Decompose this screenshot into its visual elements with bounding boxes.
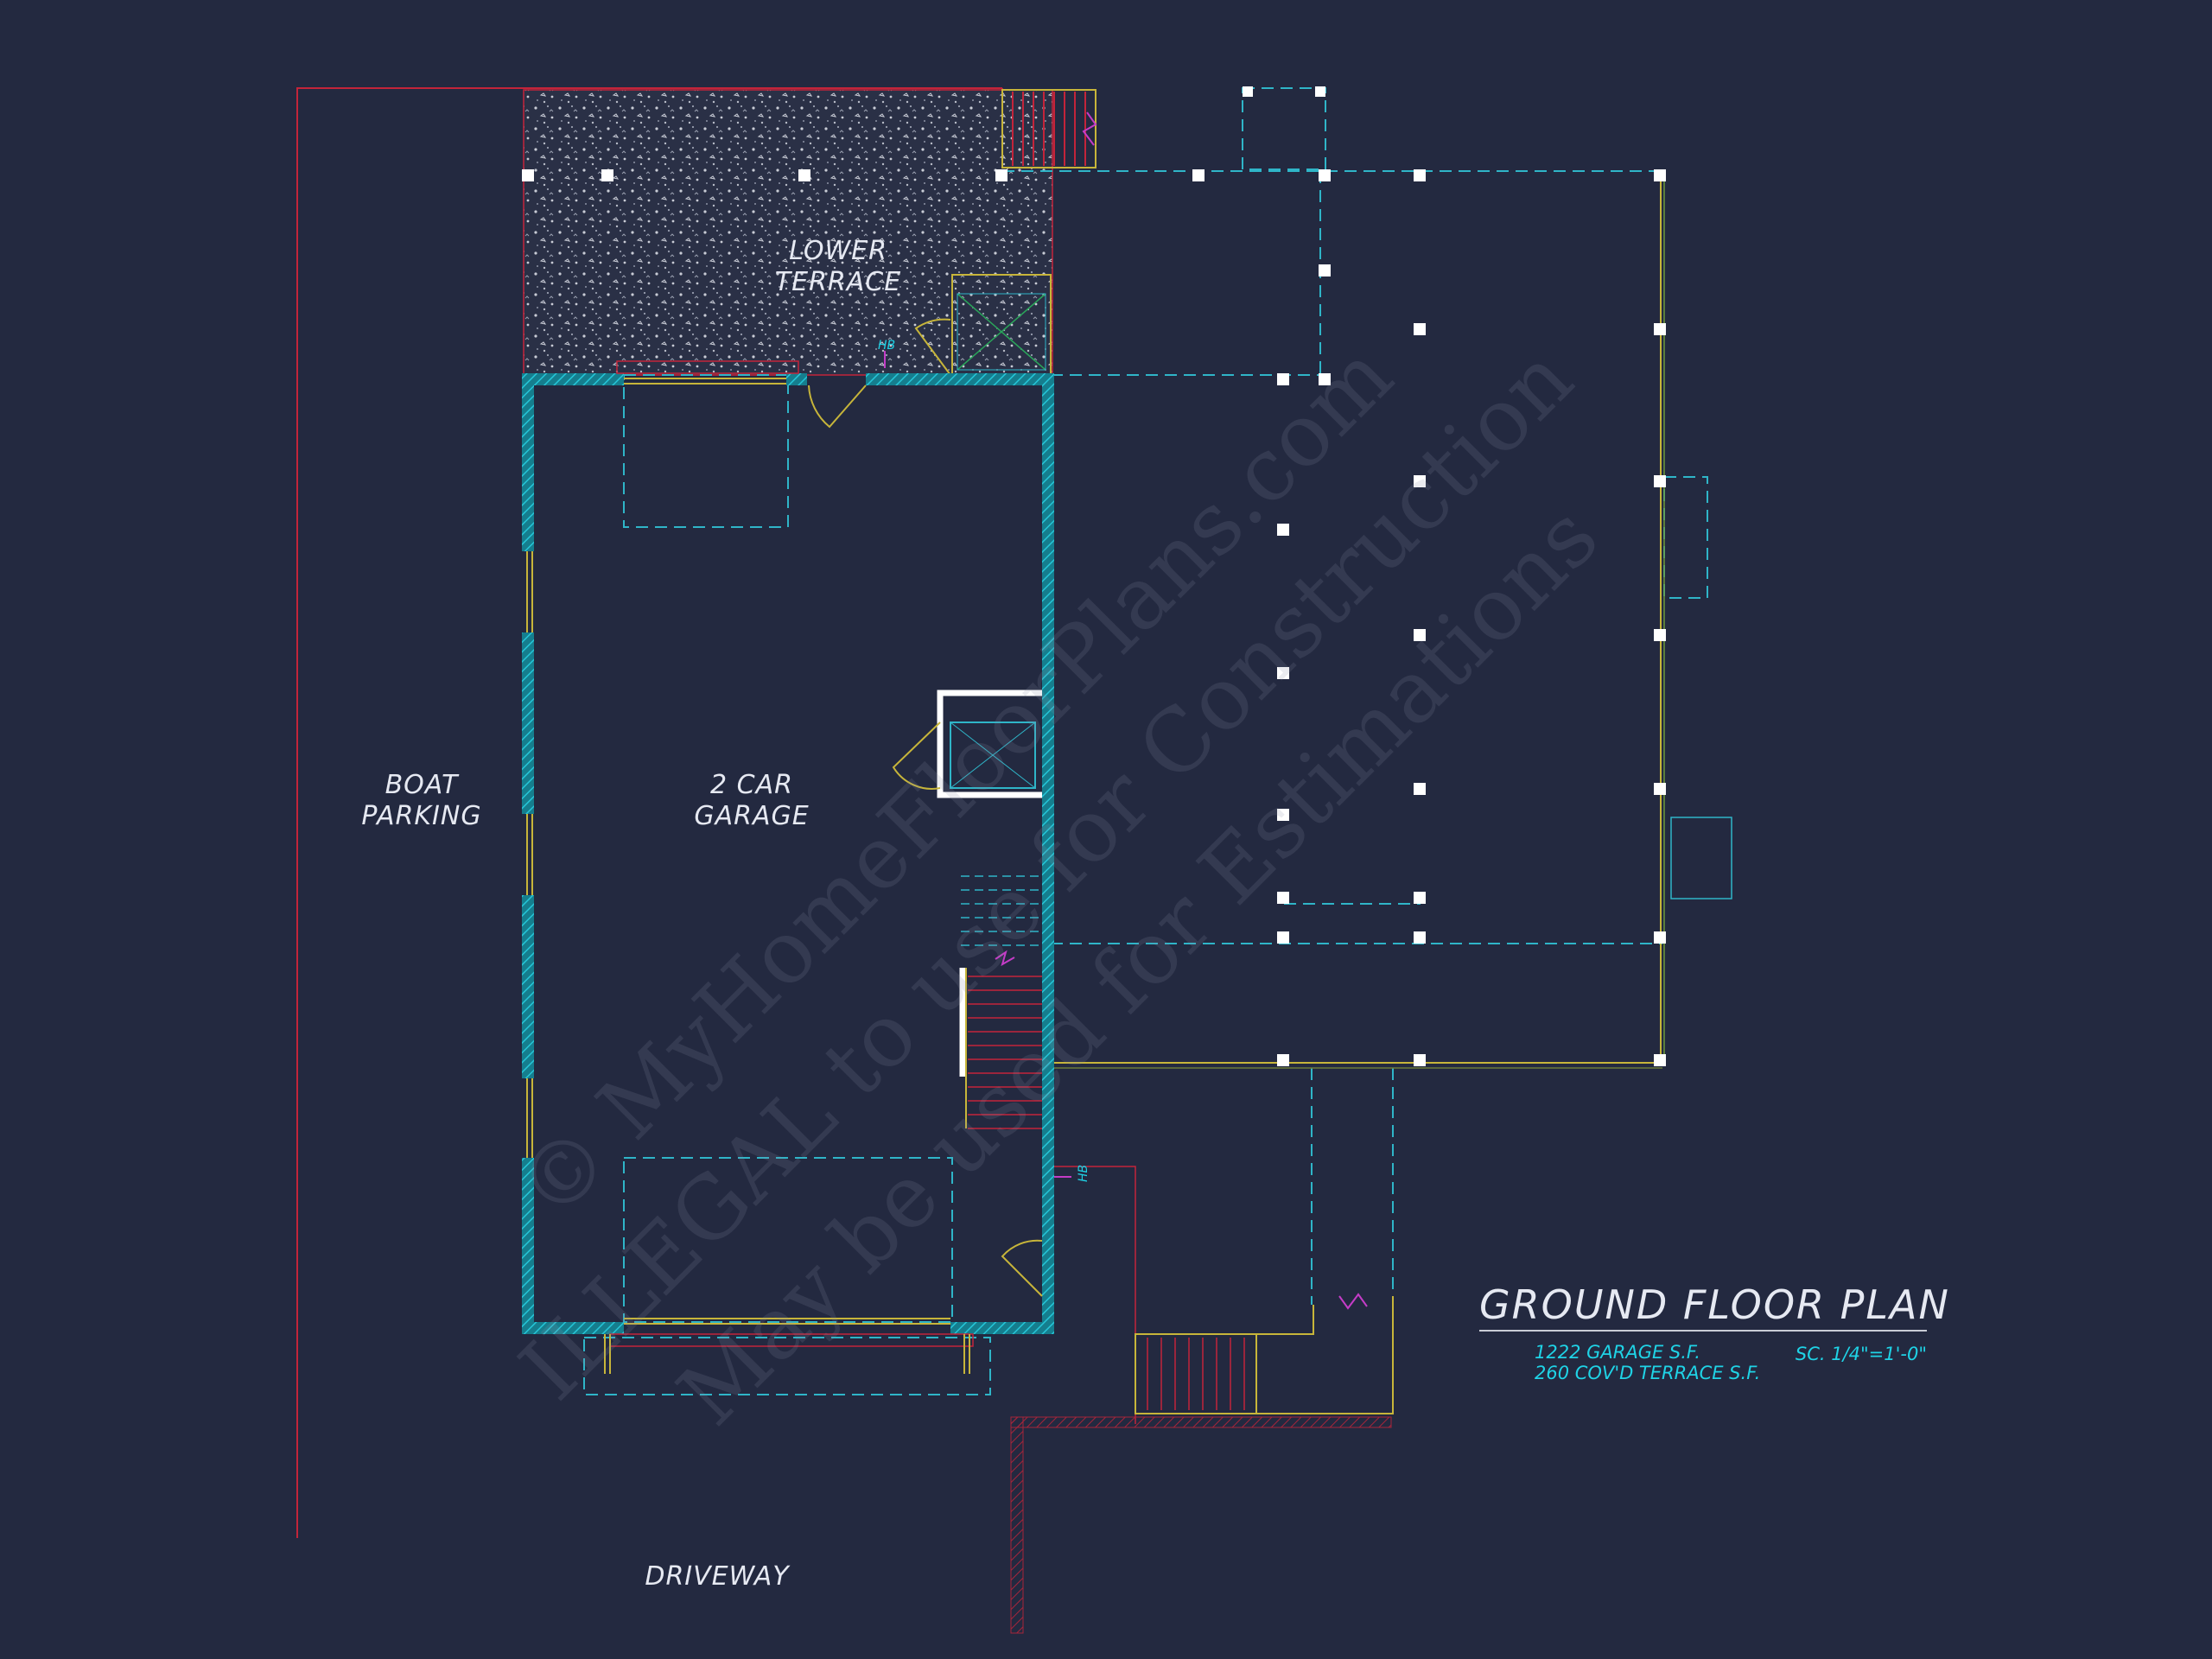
scale-note: SC. 1/4"=1'-0" bbox=[1796, 1344, 1927, 1364]
boat-parking-label-1: BOAT bbox=[385, 770, 461, 800]
garage-label-1: 2 CAR bbox=[710, 770, 793, 800]
plan-title: GROUND FLOOR PLAN bbox=[1479, 1281, 1950, 1328]
lower-terrace-label-1: LOWER bbox=[789, 236, 887, 266]
retaining-wall bbox=[1010, 1416, 1392, 1634]
terrace-sf-note: 260 COV'D TERRACE S.F. bbox=[1535, 1363, 1760, 1383]
boat-parking-label-2: PARKING bbox=[361, 801, 481, 831]
interior-stairs bbox=[959, 875, 1042, 1129]
garage-sf-note: 1222 GARAGE S.F. bbox=[1535, 1342, 1700, 1363]
driveway-label: DRIVEWAY bbox=[645, 1561, 791, 1592]
svg-text:HB: HB bbox=[878, 339, 895, 353]
svg-text:HB: HB bbox=[1077, 1165, 1090, 1182]
lower-terrace-label-2: TERRACE bbox=[775, 267, 901, 297]
garage-label-2: GARAGE bbox=[694, 801, 809, 831]
terrace-posts bbox=[522, 86, 1666, 1066]
lower-exterior-stairs bbox=[1054, 1166, 1394, 1424]
elevator bbox=[892, 690, 1042, 798]
hose-bib-side: HB bbox=[1054, 1165, 1090, 1182]
top-stairs bbox=[1001, 89, 1097, 168]
garage-doors bbox=[808, 385, 1043, 1297]
hose-bib-top: HB bbox=[878, 339, 895, 368]
lower-terrace-gravel bbox=[524, 90, 1052, 375]
terrace-edge bbox=[1052, 171, 1732, 1069]
garage-walls bbox=[522, 360, 1054, 1374]
